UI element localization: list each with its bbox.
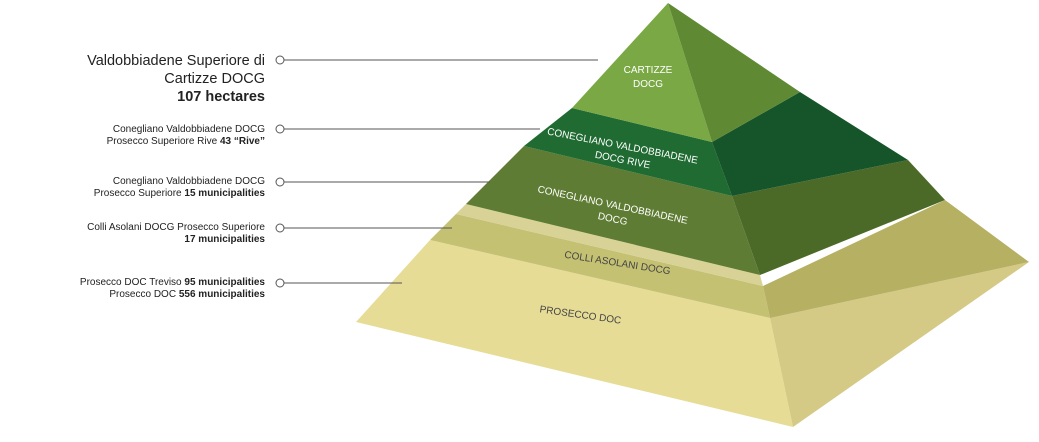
label-cartizze-bold: 107 hectares <box>177 89 265 106</box>
label-rive-bold: 43 “Rive” <box>219 136 265 147</box>
label-cartizze-line-2: Cartizze DOCG <box>164 71 265 88</box>
label-doc-line-2: Prosecco DOC 556 municipalities <box>80 289 265 301</box>
label-docg-line-2: Prosecco Superiore 15 municipalities <box>94 188 265 200</box>
connector-dot-2 <box>275 124 285 134</box>
tier-asolani-side <box>763 200 1029 318</box>
label-docg-line-1: Conegliano Valdobbiadene DOCG <box>112 176 265 187</box>
tier-cartizze-side <box>668 3 800 142</box>
tier-cartizze-front <box>572 3 712 142</box>
tier-cartizze-text-2: DOCG <box>633 79 663 90</box>
tier-docg-side <box>732 160 945 275</box>
connector-dot-5 <box>275 278 285 288</box>
tier-docg-front <box>466 146 760 275</box>
label-doc: Prosecco DOC Treviso 95 municipalities P… <box>80 277 265 301</box>
tier-rive-side <box>712 92 908 196</box>
tier-doc-side <box>770 262 1029 427</box>
label-doc-text: Prosecco DOC <box>109 289 177 300</box>
tier-asolani-front <box>430 214 770 318</box>
label-asolani-bold: 17 municipalities <box>184 234 265 245</box>
connector-dot-1 <box>275 55 285 65</box>
tier-divider <box>456 204 763 286</box>
label-rive-line-2: Prosecco Superiore Rive 43 “Rive” <box>107 136 265 148</box>
label-asolani-line-1: Colli Asolani DOCG Prosecco Superiore <box>87 222 265 233</box>
connector-dot-3 <box>275 177 285 187</box>
label-cartizze-line-1: Valdobbiadene Superiore di <box>87 53 265 69</box>
connector-dot-4 <box>275 223 285 233</box>
label-docg: Conegliano Valdobbiadene DOCG Prosecco S… <box>94 176 265 200</box>
label-doc-treviso-text: Prosecco DOC Treviso <box>79 277 182 288</box>
label-docg-text: Prosecco Superiore <box>93 188 182 199</box>
label-cartizze: Valdobbiadene Superiore di Cartizze DOCG… <box>87 52 265 106</box>
tier-cartizze-text-1: CARTIZZE <box>624 65 673 76</box>
label-doc-treviso-bold: 95 municipalities <box>184 277 265 288</box>
label-rive-text: Prosecco Superiore Rive <box>106 136 218 147</box>
label-docg-bold: 15 municipalities <box>184 188 265 199</box>
label-rive-line-1: Conegliano Valdobbiadene DOCG <box>112 124 265 135</box>
label-doc-line-1: Prosecco DOC Treviso 95 municipalities <box>80 277 265 289</box>
tier-doc-front <box>356 240 793 427</box>
label-asolani: Colli Asolani DOCG Prosecco Superiore 17… <box>87 222 265 246</box>
label-doc-bold: 556 municipalities <box>178 289 265 300</box>
tier-rive-front <box>524 108 732 196</box>
label-rive: Conegliano Valdobbiadene DOCG Prosecco S… <box>107 124 265 148</box>
